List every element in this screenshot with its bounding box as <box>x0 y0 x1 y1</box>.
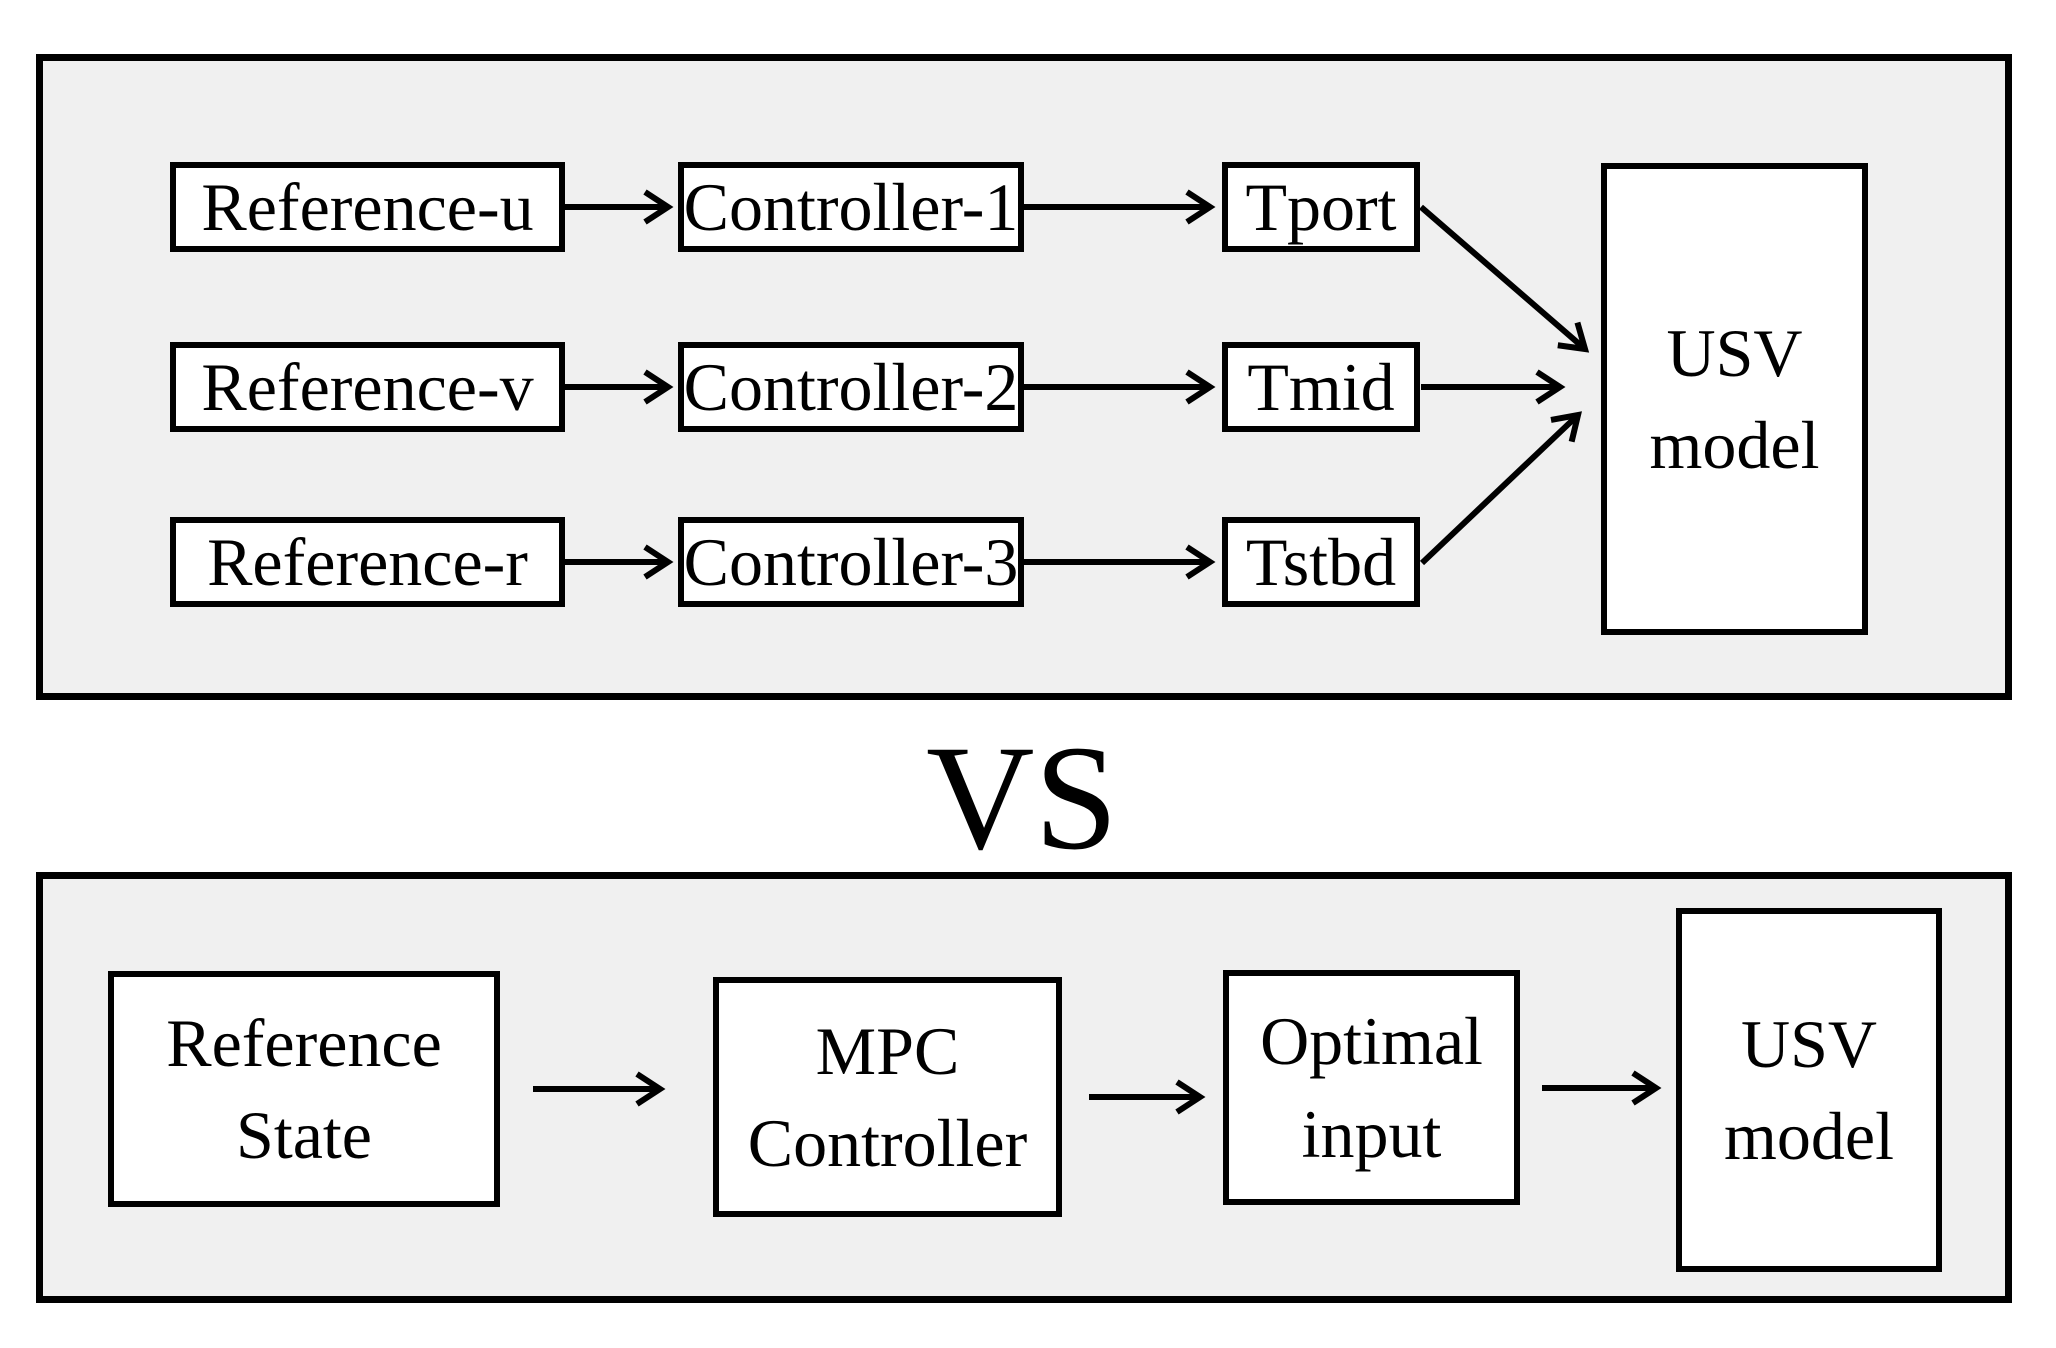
vs-divider-label: VS <box>926 715 1118 881</box>
reference-state-line2: State <box>236 1097 372 1173</box>
mpc-controller-line2: Controller <box>747 1105 1028 1181</box>
reference-r-label: Reference-r <box>207 523 528 600</box>
usv-model-block-pid: USV model <box>1601 163 1868 635</box>
usv-model-block-mpc: USV model <box>1676 908 1942 1272</box>
usv-model-line2: model <box>1649 407 1820 483</box>
controller-3-label: Controller-3 <box>683 523 1019 600</box>
reference-u-block: Reference-u <box>170 162 565 252</box>
usv-model-bottom-line1: USV <box>1740 1005 1878 1082</box>
tstbd-label: Tstbd <box>1245 523 1397 600</box>
tport-label: Tport <box>1245 168 1397 245</box>
optimal-input-line2: input <box>1301 1095 1442 1172</box>
usv-model-line1: USV <box>1666 314 1803 391</box>
optimal-input-block: Optimal input <box>1223 970 1520 1205</box>
reference-v-label: Reference-v <box>201 348 534 425</box>
reference-state-line1: Reference <box>166 1004 442 1081</box>
tmid-block: Tmid <box>1222 342 1420 432</box>
mpc-controller-line1: MPC <box>815 1012 960 1089</box>
optimal-input-line1: Optimal <box>1260 1003 1483 1080</box>
tmid-label: Tmid <box>1247 348 1395 425</box>
mpc-controller-block: MPC Controller <box>713 977 1062 1217</box>
tport-block: Tport <box>1222 162 1420 252</box>
controller-2-block: Controller-2 <box>678 342 1024 432</box>
usv-model-bottom-line2: model <box>1724 1098 1894 1174</box>
controller-2-label: Controller-2 <box>683 348 1019 425</box>
reference-v-block: Reference-v <box>170 342 565 432</box>
controller-3-block: Controller-3 <box>678 517 1024 607</box>
reference-state-block: Reference State <box>108 971 500 1207</box>
reference-r-block: Reference-r <box>170 517 565 607</box>
reference-u-label: Reference-u <box>201 168 534 245</box>
tstbd-block: Tstbd <box>1222 517 1420 607</box>
controller-1-label: Controller-1 <box>683 168 1019 245</box>
controller-1-block: Controller-1 <box>678 162 1024 252</box>
